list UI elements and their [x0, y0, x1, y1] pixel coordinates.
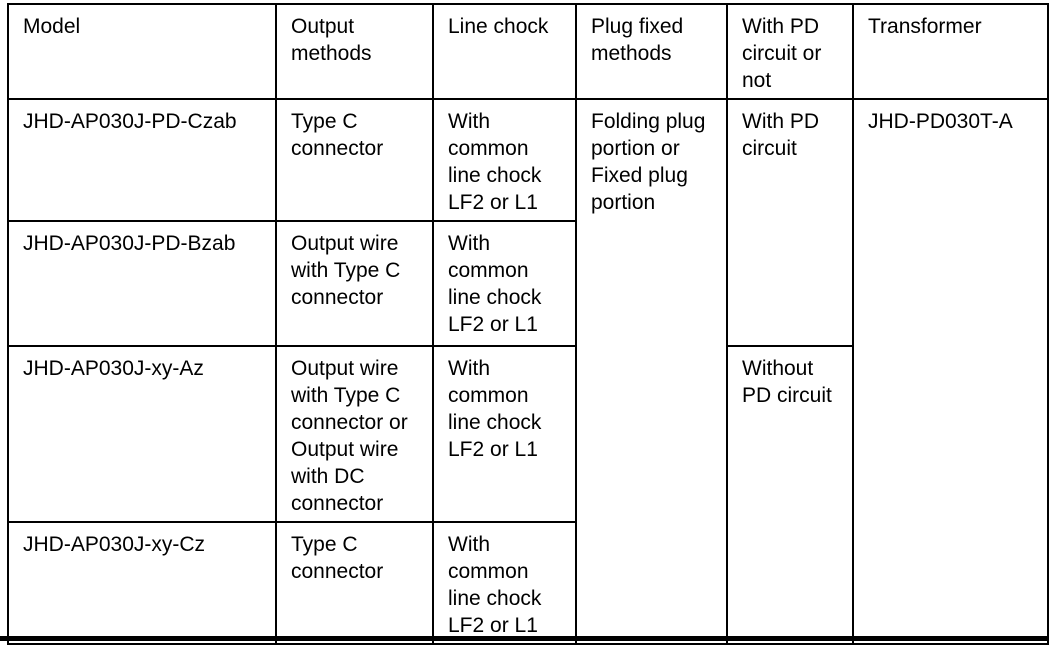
header-cell-pd-circuit: With PD circuit or not: [726, 3, 854, 100]
model-cell: JHD-AP030J-xy-Az: [7, 345, 277, 523]
adapter-spec-table: Model Output methods Line chock Plug fix…: [7, 3, 1049, 645]
line-chock-cell: With common line chock LF2 or L1: [432, 345, 577, 523]
header-cell-transformer: Transformer: [852, 3, 1049, 100]
plug-fixed-methods-cell: Folding plug portion or Fixed plug porti…: [575, 98, 728, 645]
output-methods-cell: Type C connector: [275, 98, 434, 222]
header-cell-output-methods: Output methods: [275, 3, 434, 100]
model-cell: JHD-AP030J-xy-Cz: [7, 521, 277, 645]
with-pd-circuit-cell: With PD circuit: [726, 98, 854, 347]
table-row: JHD-AP030J-xy-Cz Type C connector With c…: [7, 521, 1048, 645]
output-methods-cell: Type C connector: [275, 521, 434, 645]
header-cell-line-chock: Line chock: [432, 3, 577, 100]
table-row: JHD-AP030J-PD-Bzab Output wire with Type…: [7, 220, 1048, 347]
model-cell: JHD-AP030J-PD-Bzab: [7, 220, 277, 347]
header-cell-plug-fixed-methods: Plug fixed methods: [575, 3, 728, 100]
output-methods-cell: Output wire with Type C connector: [275, 220, 434, 347]
header-cell-model: Model: [7, 3, 277, 100]
without-pd-circuit-cell: Without PD circuit: [726, 345, 854, 645]
model-cell: JHD-AP030J-PD-Czab: [7, 98, 277, 222]
page-bottom-rule: [0, 636, 1047, 641]
line-chock-cell: With common line chock LF2 or L1: [432, 521, 577, 645]
line-chock-cell: With common line chock LF2 or L1: [432, 220, 577, 347]
table-header-row: Model Output methods Line chock Plug fix…: [7, 3, 1049, 100]
table-row: JHD-AP030J-xy-Az Output wire with Type C…: [7, 345, 1048, 645]
line-chock-cell: With common line chock LF2 or L1: [432, 98, 577, 222]
transformer-cell: JHD-PD030T-A: [852, 98, 1049, 645]
table-row: JHD-AP030J-PD-Czab Type C connector With…: [7, 98, 1049, 645]
output-methods-cell: Output wire with Type C connector or Out…: [275, 345, 434, 523]
